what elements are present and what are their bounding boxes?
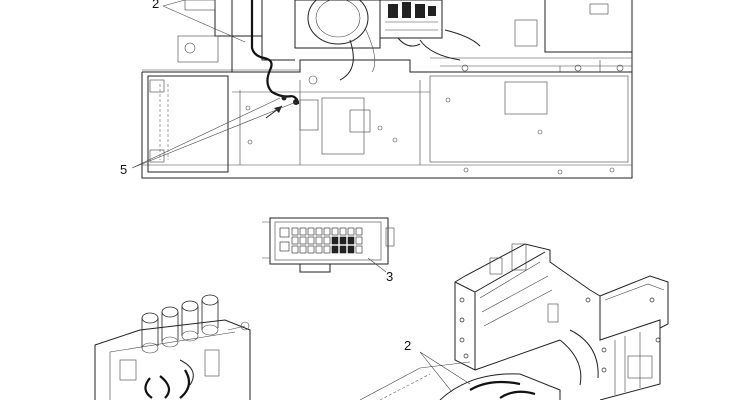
bolt [459,317,465,323]
relay [279,227,290,238]
engine-frame-assembly [359,243,669,400]
bolt [585,297,591,303]
fuse-slot [355,236,363,245]
fuse-slot [331,245,339,254]
fuse-slot [355,227,363,236]
fuse-slot [315,236,323,245]
fuse-slot [331,236,339,245]
fuse-slot [299,227,307,236]
valve-spool [181,300,199,312]
fuse-slot [299,245,307,254]
valve-block [379,0,481,47]
fuse-box [262,217,395,273]
chassis-frame-view [141,0,633,179]
fuse-slot [307,245,315,254]
bolt [649,297,655,303]
callout-5: 5 [120,162,127,177]
fuse-slot [339,236,347,245]
leader-line-3 [367,257,387,273]
relay [279,241,290,252]
fuse-slot [331,227,339,236]
fuse-slot [315,245,323,254]
leader-line-2-bottom [419,351,471,393]
valve-spool [141,312,159,324]
hydraulic-valve-assembly [94,294,251,400]
callout-2-bottom: 2 [404,338,411,353]
bolt [601,347,607,353]
fuse-slot [323,227,331,236]
fuse-slot [339,245,347,254]
fuse-slot [291,245,299,254]
fuse-grid [279,227,363,254]
bolt [655,337,661,343]
fuse-slot [307,236,315,245]
fuse-slot [347,236,355,245]
fuse-slot [291,227,299,236]
fuse-slot [315,227,323,236]
bolt [459,297,465,303]
fuse-slot [339,227,347,236]
fuse-slot [323,245,331,254]
bolt [459,337,465,343]
fuse-slot [307,227,315,236]
fuse-slot [323,236,331,245]
fuse-slot [299,236,307,245]
valve-spool [201,294,219,306]
callout-3: 3 [386,269,393,284]
fuse-slot [355,245,363,254]
valve-spool [161,306,179,318]
fuse-slot [347,245,355,254]
fuse-slot [291,236,299,245]
bolt [463,353,469,359]
leader-lines-top [131,0,297,169]
callout-2-top: 2 [152,0,159,11]
fuse-slot [347,227,355,236]
bolt [601,367,607,373]
